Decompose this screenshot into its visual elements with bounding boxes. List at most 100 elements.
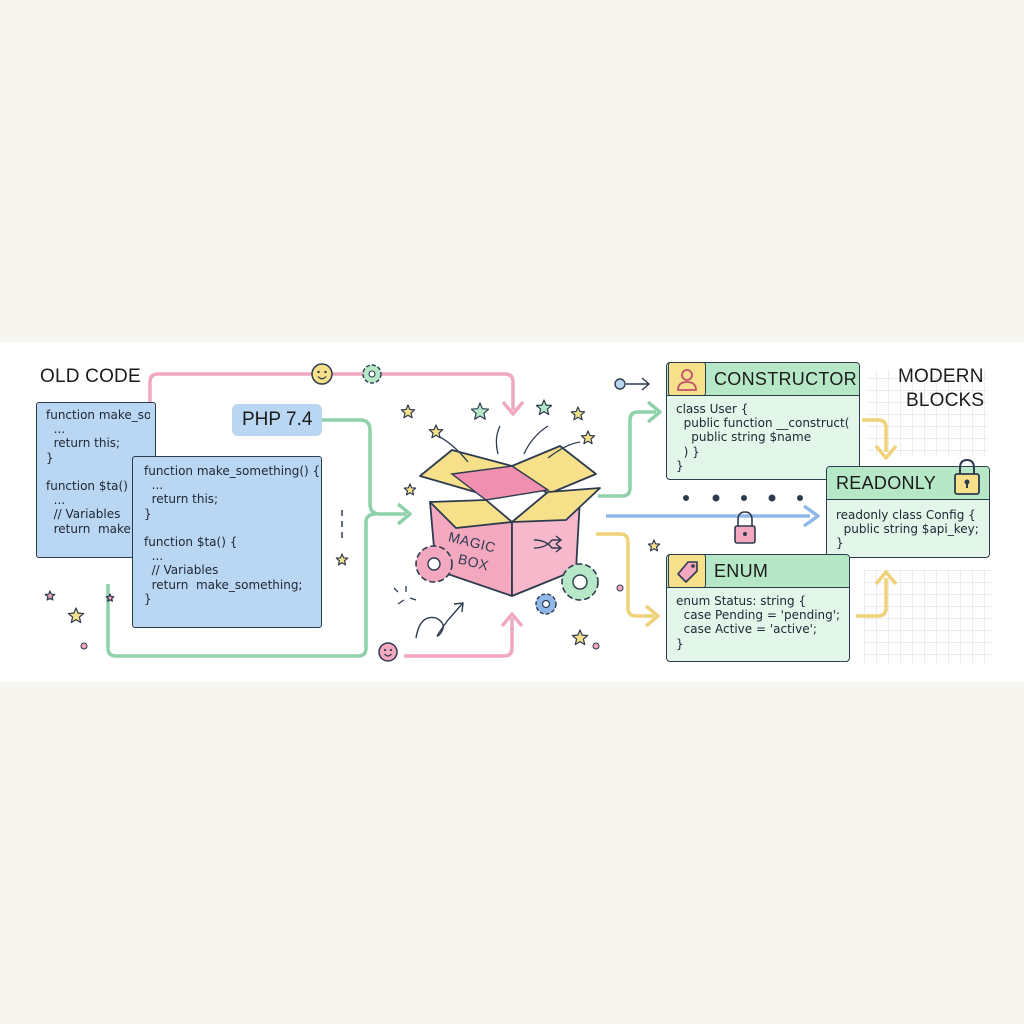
dot [592,642,600,650]
code-line: case Pending = 'pending'; [676,608,841,623]
code-line: } [144,506,152,521]
legacy-code-back-lines: function make_something() { ... return t… [46,408,150,554]
code-line: public function __construct( [676,416,850,431]
diagram-canvas: OLD CODE function make_something() { ...… [0,342,1024,682]
code-line: public string $api_key; [836,522,979,537]
arrow-bottom-pink [404,618,514,658]
readonly-code: readonly class Config { public string $a… [836,508,986,556]
burst-lines [393,586,417,605]
magic-ray [495,425,501,455]
modern-blocks-heading-line2: BLOCKS [906,390,985,411]
code-line: enum Status: string { [676,594,807,608]
star-icon [571,629,589,646]
arrowhead-green-badge [396,502,412,526]
dot [683,495,689,501]
dot [712,494,720,502]
code-line: return this; [46,436,121,451]
legacy-code-card-front [132,456,322,628]
code-line: function make_something() { [144,464,321,478]
arrowhead-blue-readonly [802,504,820,528]
arrow-old-to-box-top [148,372,515,414]
php-version-badge: PHP 7.4 [232,404,323,436]
code-line: } [836,536,844,551]
user-icon [677,369,697,391]
code-line: return make_something; [144,577,303,592]
decor-stars [44,399,661,650]
code-line: function $ta() { [144,535,238,549]
arrowhead-pink-bottom [500,612,524,628]
star-icon [570,406,586,421]
constructor-code: class User { public function __construct… [676,402,856,478]
dot [797,495,803,501]
code-line: } [676,458,684,473]
star-icon [535,399,553,416]
code-line: } [676,636,684,651]
star-icon [67,607,85,624]
arrowhead-yellow-enum [644,604,660,628]
tag-icon [677,561,698,583]
arrow-constructor-to-readonly [862,418,888,452]
star-icon [647,539,661,552]
star-icon [580,430,596,445]
star-icon [470,402,490,420]
star-icon [105,593,115,602]
constructor-icon-square [668,362,706,396]
code-line: ... [144,478,164,493]
star-icon [335,553,349,566]
constructor-title: CONSTRUCTOR [714,369,857,389]
smiley-icon [378,642,398,662]
padlock-small-icon [734,511,756,544]
dot [768,494,776,502]
magic-box [419,445,601,597]
code-line: public string $name [676,430,812,445]
code-line: } [144,591,152,606]
dot [80,642,88,650]
diagram-art [44,363,992,664]
code-line: ... [46,422,66,437]
magic-ray [523,425,549,455]
code-line: function make_something() { [46,408,150,422]
code-line: ... [46,493,66,508]
code-line: class User { [676,402,749,416]
star-icon [400,404,416,419]
smiley-icon [311,363,333,385]
gear-icon [535,593,557,615]
squiggle-arrow [415,602,464,639]
arrowhead-green-constructor [646,400,662,424]
arrow-badge-to-box [320,418,406,516]
grid-patch-bottom [864,570,992,664]
dot-marker [614,378,626,390]
star-icon [44,590,56,601]
code-line: ) } [676,444,700,459]
star-icon [428,424,444,439]
old-code-heading: OLD CODE [40,366,141,387]
dot [741,495,747,501]
star-icon [403,483,417,496]
gear-icon [362,364,382,384]
arrow-enum-to-readonly [856,578,888,618]
modern-blocks-heading-line1: MODERN [898,366,984,387]
arrow-box-to-enum [596,532,654,618]
code-line: // Variables [144,563,219,578]
dot [616,584,624,592]
code-line: // Variables [46,507,121,522]
grid-patch-top [868,370,988,456]
code-line: ... [144,549,164,564]
arrowhead-pink-top [501,400,525,416]
enum-code: enum Status: string { case Pending = 'pe… [676,594,846,660]
code-line: return make [46,521,131,536]
arrowhead-yellow-readonly-bottom [874,570,898,586]
arrowhead-yellow-readonly-top [874,444,898,460]
code-line: case Active = 'active'; [676,622,817,637]
code-line: } [46,450,54,465]
lock-icon [954,458,980,495]
enum-icon-square [668,554,706,588]
small-arrow [626,377,651,391]
magic-ray [547,441,581,459]
code-line: return this; [144,492,219,507]
arrow-box-to-constructor [598,410,656,498]
enum-title: ENUM [714,561,769,581]
gear-icon [415,545,453,583]
legacy-code-front-lines: function make_something() { ... return t… [144,464,321,624]
gear-icon [561,563,599,601]
